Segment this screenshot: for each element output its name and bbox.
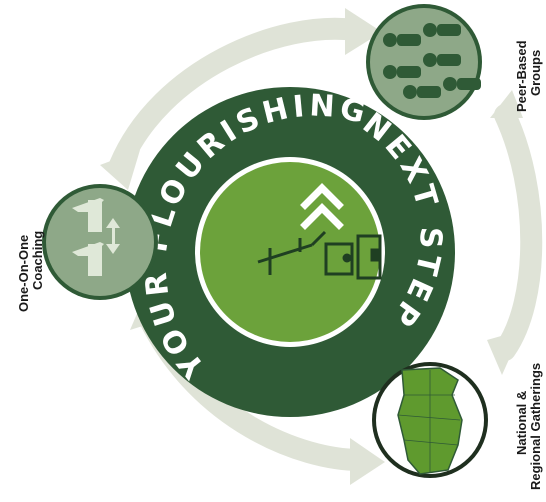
arrow-head-right [487,330,522,375]
people-group-icon [383,23,481,99]
coaching-label-1: One-On-One [16,235,31,312]
arrow-right [494,104,543,361]
coaching-label-2: Coaching [30,231,45,290]
arrow-head-top [345,8,382,55]
arrow-head-bottom [350,438,385,485]
arrow-top [109,17,366,176]
arrow-head-top-start [100,150,140,190]
arrow-head-right-start [490,90,523,118]
gatherings-label-1: National & [514,391,529,455]
building-path-icon [257,230,382,280]
groups-label-2: Groups [528,50,543,96]
groups-label-1: Peer-Based [514,40,529,112]
gatherings-label-2: Regional Gatherings [528,363,543,490]
map-county-lines [397,370,461,472]
one-on-one-icon [72,198,120,276]
chevron-up-icon [300,183,344,230]
